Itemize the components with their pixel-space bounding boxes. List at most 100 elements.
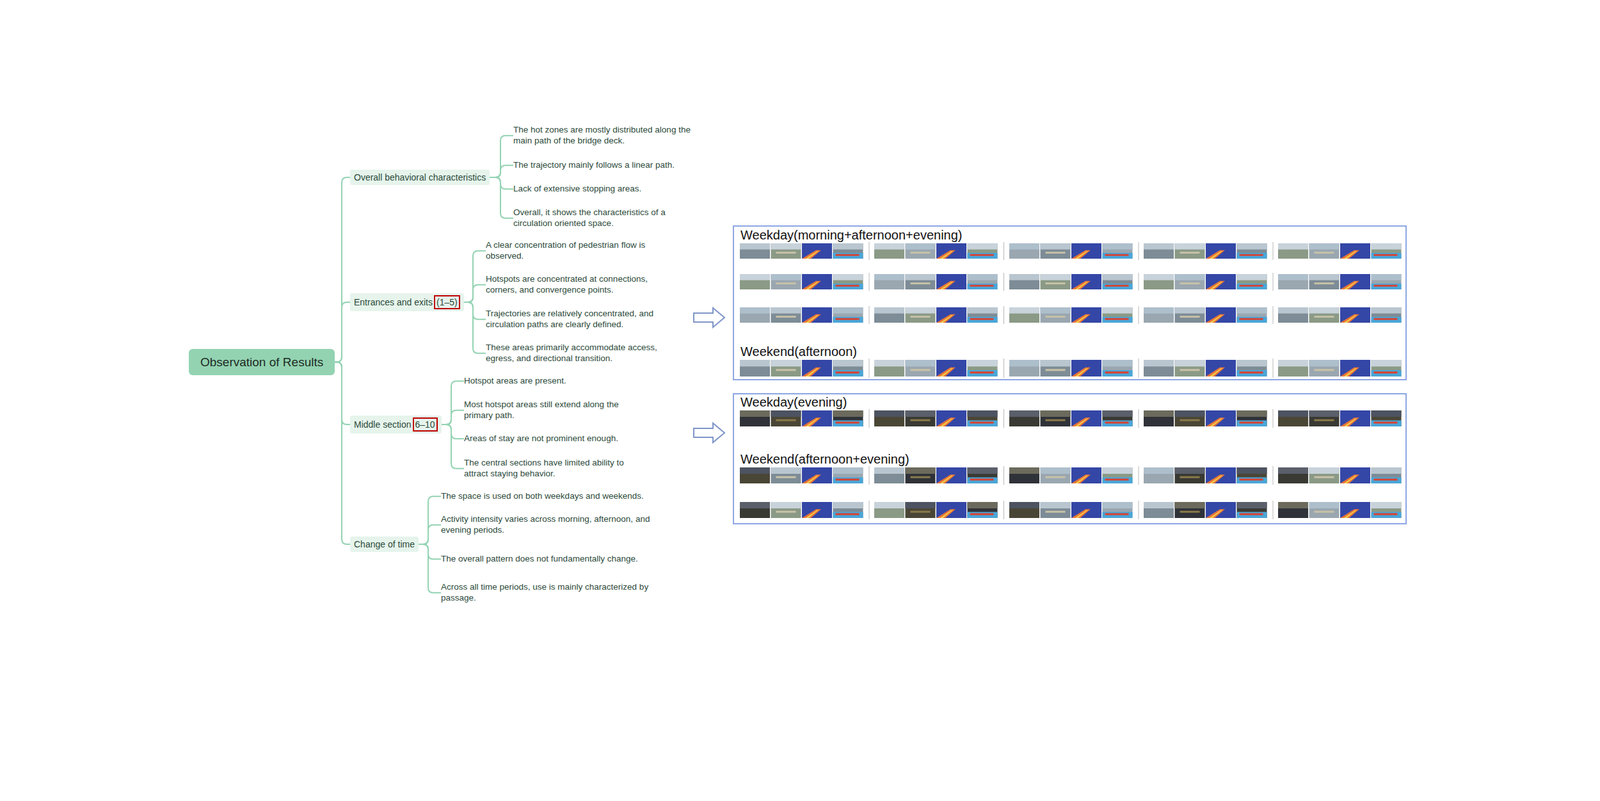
heatmap-band	[1340, 417, 1360, 427]
photo-sky	[1371, 410, 1402, 417]
photo-thumbnail	[1237, 359, 1268, 377]
trajectory-overlay	[1371, 420, 1402, 427]
topic-text: The hot zones are mostly distributed alo…	[513, 124, 706, 146]
heatmap-band	[1075, 368, 1088, 377]
heatmap-thumbnail	[1205, 501, 1236, 518]
photo-thumbnail	[905, 307, 936, 323]
trajectory-overlay	[835, 371, 860, 374]
trajectory-overlay	[1102, 512, 1133, 519]
heatmap-band	[940, 475, 953, 484]
photo-thumbnail	[1102, 467, 1133, 484]
topic-text: Entrances and exits	[353, 296, 433, 308]
photo-thumbnail	[833, 359, 864, 377]
heatmap-thumbnail	[936, 307, 967, 323]
branch-topic: Middle section6–10	[350, 415, 442, 434]
heatmap-band	[940, 368, 953, 377]
photo-sky	[1102, 243, 1133, 250]
photo-thumbnail	[1237, 467, 1268, 484]
heatmap-band	[1340, 314, 1360, 323]
topic-text: The trajectory mainly follows a linear p…	[513, 160, 706, 171]
photo-sky	[1309, 273, 1340, 281]
heatmap-band	[936, 250, 956, 259]
trajectory-overlay	[1239, 513, 1264, 516]
photo-sky	[1009, 307, 1040, 314]
branch-line	[489, 177, 514, 189]
trajectory-overlay	[833, 369, 864, 377]
photo-thumbnail	[874, 273, 905, 290]
photo-thumbnail	[905, 410, 936, 427]
photo-sky	[1278, 243, 1309, 250]
trajectory-overlay	[833, 420, 864, 427]
heatmap-thumbnail	[1340, 410, 1371, 427]
photo-thumbnail	[739, 410, 770, 427]
trajectory-overlay	[1237, 477, 1268, 484]
heatmap-band	[1340, 367, 1360, 377]
heatmap-band	[1205, 250, 1225, 259]
photo-thumbnail	[1009, 273, 1040, 290]
trajectory-overlay	[1102, 283, 1133, 290]
photo-detail	[1180, 315, 1200, 318]
heatmap-band	[801, 474, 822, 484]
photo-detail	[1314, 368, 1335, 371]
photo-sky	[1102, 307, 1133, 314]
photo-sky	[1009, 467, 1040, 474]
group-separator	[1272, 500, 1274, 520]
subtopic: The overall pattern does not fundamental…	[440, 553, 653, 565]
photo-thumbnail	[1371, 273, 1402, 290]
heatmap-thumbnail	[936, 359, 967, 377]
photo-thumbnail	[739, 359, 770, 377]
heatmap-band	[805, 281, 819, 290]
photo-thumbnail	[771, 410, 802, 427]
photo-detail	[1045, 368, 1066, 371]
photo-thumbnail	[1175, 307, 1206, 323]
photo-detail	[776, 282, 797, 285]
heatmap-band	[1209, 281, 1223, 290]
photo-thumbnail	[1237, 273, 1268, 290]
photo-thumbnail	[1309, 501, 1340, 518]
photo-detail	[1045, 282, 1066, 285]
subtopic: Hotspots are concentrated at connections…	[485, 273, 669, 296]
photo-thumbnail	[1278, 467, 1309, 484]
heatmap-band	[805, 368, 819, 377]
subtopic: These areas primarily accommodate access…	[485, 342, 669, 364]
photo-sky	[1040, 359, 1071, 367]
trajectory-overlay	[835, 478, 860, 481]
photo-sky	[1371, 243, 1402, 250]
photo-detail	[910, 315, 931, 318]
photo-thumbnail	[1309, 273, 1340, 290]
trajectory-overlay	[1102, 477, 1133, 484]
subtopic: The central sections have limited abilit…	[464, 457, 634, 479]
photo-thumbnail	[874, 501, 905, 518]
photo-sky	[1143, 243, 1174, 250]
trajectory-overlay	[1374, 254, 1398, 256]
trajectory-overlay	[970, 513, 994, 516]
branch-line	[418, 544, 441, 559]
branch-line	[334, 362, 351, 425]
heatmap-band	[940, 250, 953, 259]
group-separator	[869, 465, 870, 485]
panel-heading: Weekday(evening)	[740, 394, 847, 410]
photo-sky	[1040, 467, 1071, 474]
photo-sky	[1371, 307, 1402, 314]
heatmap-thumbnail	[1340, 359, 1371, 377]
heatmap-band	[1344, 281, 1357, 290]
heatmap-band	[1344, 250, 1357, 259]
photo-sky	[1175, 359, 1206, 367]
photo-thumbnail	[1009, 467, 1040, 484]
branch-topic: Entrances and exits(1–5)	[350, 293, 464, 312]
photo-thumbnail	[1175, 243, 1206, 259]
photo-thumbnail	[833, 501, 864, 518]
photo-sky	[1371, 467, 1402, 474]
photo-thumbnail	[967, 359, 998, 377]
trajectory-overlay	[1105, 371, 1129, 374]
photo-sky	[905, 501, 936, 509]
group-separator	[869, 241, 870, 260]
branch-line	[334, 177, 351, 363]
photo-sky	[739, 467, 770, 474]
heatmap-band	[801, 508, 822, 518]
heatmap-band	[1340, 508, 1360, 518]
heatmap-band	[940, 314, 953, 323]
photo-thumbnail	[1278, 359, 1309, 377]
branch-line	[489, 135, 514, 178]
photo-sky	[1278, 467, 1309, 474]
